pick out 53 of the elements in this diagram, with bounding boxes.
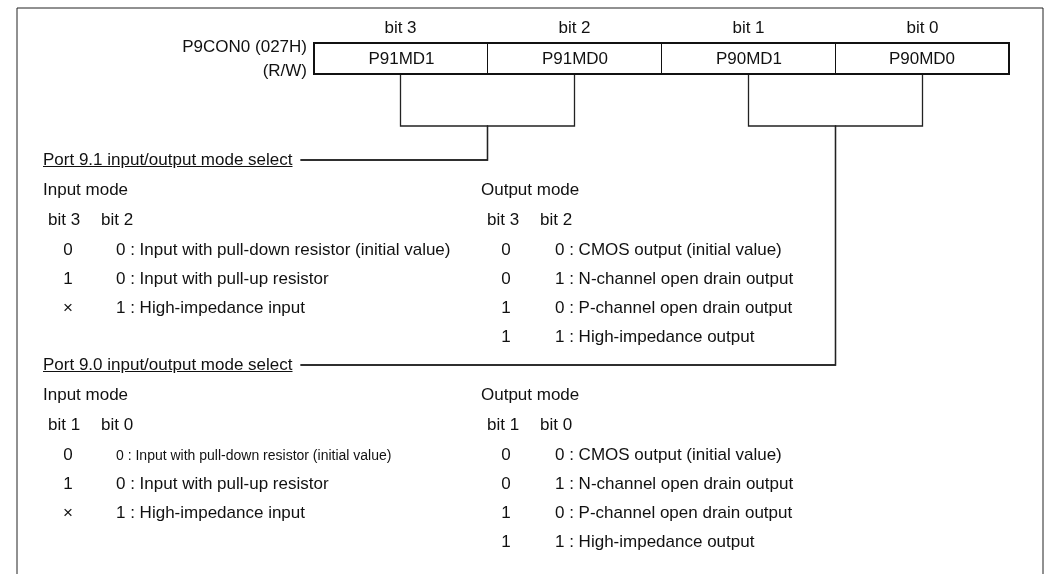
bit-header: bit 0 [101,414,134,436]
bit-value: 1 [62,268,74,290]
mode-description: 1 : N-channel open drain output [555,473,794,495]
bit-value: 1 [500,502,512,524]
mode-description: 0 : P-channel open drain output [555,502,793,524]
section-heading: Port 9.1 input/output mode select [43,149,301,171]
register-bit-cell: P90MD0 [835,42,1010,75]
bit-number: bit 3 [383,19,418,37]
mode-description: 1 : High-impedance input [116,297,305,319]
bit-value: 0 [500,268,512,290]
mode-heading: Input mode [43,384,129,406]
bit-value: 1 [500,297,512,319]
bit-value: 0 [62,444,74,466]
mode-description: 0 : CMOS output (initial value) [555,239,782,261]
bit-value: 0 [62,239,74,261]
mode-description: 0 : Input with pull-down resistor (initial value) [116,239,451,261]
mode-description: 0 : P-channel open drain output [555,297,793,319]
mode-heading: Input mode [43,179,129,201]
bit-number: bit 2 [557,19,592,37]
bracket-line [299,74,576,161]
bit-header: bit 3 [487,209,520,231]
mode-description: 0 : CMOS output (initial value) [555,444,782,466]
mode-description: 1 : N-channel open drain output [555,268,794,290]
register-bit-cell: P91MD1 [313,42,488,75]
mode-description: 0 : Input with pull-down resistor (initial value) [116,446,392,465]
bit-number: bit 1 [731,19,766,37]
mode-description: 1 : High-impedance input [116,502,305,524]
bit-value: 1 [62,473,74,495]
bit-value: 0 [500,444,512,466]
register-bit-cell: P90MD1 [661,42,836,75]
bit-header: bit 0 [540,414,573,436]
mode-heading: Output mode [481,179,580,201]
bit-value: × [62,297,74,319]
bit-header: bit 2 [101,209,134,231]
mode-heading: Output mode [481,384,580,406]
bit-value: 0 [500,239,512,261]
bit-header: bit 1 [487,414,520,436]
section-heading: Port 9.0 input/output mode select [43,354,301,376]
bit-number: bit 0 [905,19,940,37]
register-bit-cell: P91MD0 [487,42,662,75]
mode-description: 0 : Input with pull-up resistor [116,268,329,290]
bit-value: × [62,502,74,524]
bit-header: bit 3 [48,209,81,231]
bit-value: 1 [500,326,512,348]
bit-header: bit 2 [540,209,573,231]
bit-header: bit 1 [48,414,81,436]
register-name: P9CON0 (027H) [181,36,307,58]
access-type: (R/W) [261,60,307,82]
mode-description: 0 : Input with pull-up resistor [116,473,329,495]
mode-description: 1 : High-impedance output [555,531,755,553]
bit-value: 1 [500,531,512,553]
mode-description: 1 : High-impedance output [555,326,755,348]
bit-value: 0 [500,473,512,495]
